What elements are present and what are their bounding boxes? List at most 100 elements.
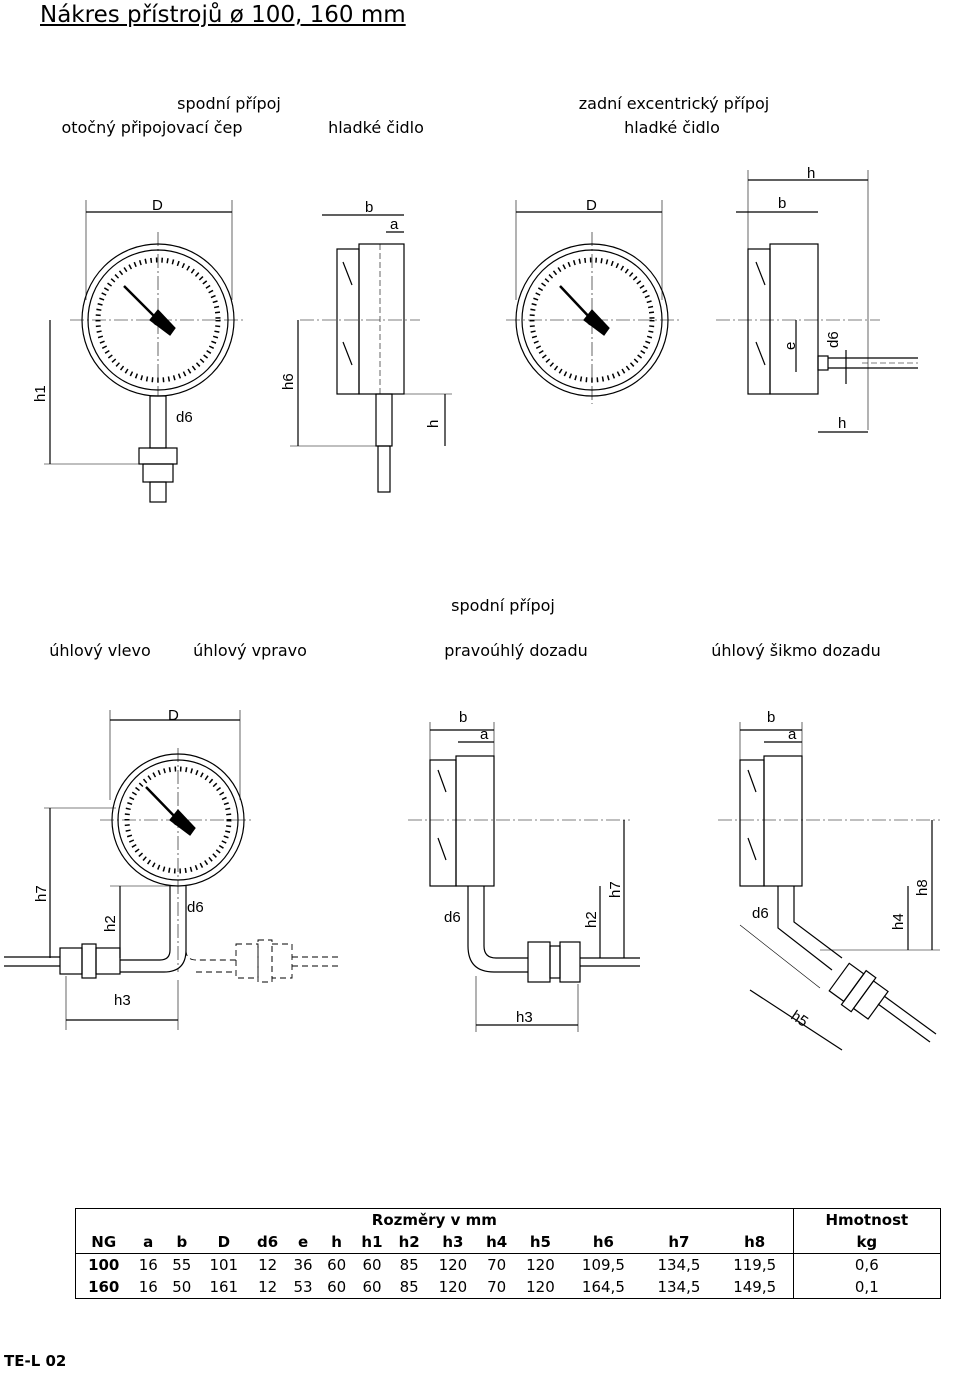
table-col-header: h2	[398, 1233, 420, 1251]
table-cell: 16	[138, 1256, 158, 1274]
table-cell: 100	[75, 1253, 132, 1276]
caption-bottom-connection-2: spodní přípoj	[451, 596, 555, 615]
label-D-1: D	[152, 197, 163, 214]
table-cell: 109,5	[581, 1256, 625, 1274]
table-weight-header: Hmotnost	[792, 1208, 942, 1231]
label-h3-2: h3	[516, 1009, 533, 1026]
label-D-3: D	[168, 707, 179, 724]
label-h-2: h	[807, 165, 815, 182]
table-row: 160 16 50 161 12 53 60 60 85 120 70 120 …	[75, 1276, 942, 1299]
gauge-front-view-angled	[4, 710, 340, 1030]
label-h7-2: h7	[607, 881, 624, 898]
table-cell: 120	[526, 1278, 555, 1296]
table-group-header: Rozměry v mm	[75, 1208, 794, 1231]
table-cell: 149,5	[733, 1278, 777, 1296]
table-cell: 70	[487, 1278, 507, 1296]
gauge-side-view-right-angle	[408, 722, 640, 1032]
table-cell: 134,5	[657, 1278, 701, 1296]
label-h7-1: h7	[33, 885, 50, 902]
table-cell: 120	[438, 1278, 468, 1296]
table-col-header: h1	[361, 1233, 383, 1251]
table-col-header: h8	[744, 1233, 766, 1251]
label-d6-5: d6	[752, 905, 769, 922]
table-cell: 16	[138, 1278, 158, 1296]
label-d6-1: d6	[176, 409, 193, 426]
table-cell: 119,5	[733, 1256, 777, 1274]
label-b-3: b	[459, 709, 467, 726]
table-col-header: D	[217, 1233, 231, 1251]
table-cell: 60	[327, 1278, 347, 1296]
table-cell: 0,1	[792, 1276, 942, 1299]
table-col-header: h6	[592, 1233, 614, 1251]
label-D-2: D	[586, 197, 597, 214]
table-cell: 85	[399, 1256, 419, 1274]
caption-swivel-pin: otočný připojovací čep	[61, 118, 243, 137]
gauge-front-view-2	[506, 200, 680, 404]
table-col-header: b	[176, 1233, 188, 1251]
table-col-header: a	[143, 1233, 154, 1251]
table-cell: 53	[293, 1278, 313, 1296]
table-cell: 50	[172, 1278, 192, 1296]
table-cell: 60	[362, 1278, 382, 1296]
table-cell: 160	[75, 1276, 132, 1299]
label-d6-4: d6	[444, 909, 461, 926]
table-cell: 134,5	[657, 1256, 701, 1274]
table-row: 100 16 55 101 12 36 60 60 85 120 70 120 …	[75, 1253, 942, 1276]
table-cell: 161	[209, 1278, 239, 1296]
table-cell: 164,5	[581, 1278, 625, 1296]
table-col-header: NG	[75, 1231, 132, 1254]
table-col-header: h	[331, 1233, 342, 1251]
table-col-header: h7	[668, 1233, 690, 1251]
table-cell: 101	[209, 1256, 239, 1274]
page-title: Nákres přístrojů ø 100, 160 mm	[40, 2, 406, 28]
label-d6-2: d6	[825, 331, 842, 348]
table-cell: 85	[399, 1278, 419, 1296]
label-h8: h8	[914, 879, 931, 896]
label-h6: h6	[280, 373, 297, 390]
table-cell: 120	[526, 1256, 555, 1274]
label-h-3: h	[838, 415, 846, 432]
label-h2-1: h2	[102, 915, 119, 932]
caption-smooth-sensor-1: hladké čidlo	[328, 118, 424, 137]
label-h5: h5	[788, 1007, 811, 1030]
document-code: TE-L 02	[4, 1352, 67, 1370]
label-a-1: a	[390, 216, 399, 233]
table-cell: 60	[327, 1256, 347, 1274]
table-cell: 70	[487, 1256, 507, 1274]
label-h4: h4	[890, 913, 907, 930]
gauge-side-view-1	[290, 214, 452, 493]
table-cell: 0,6	[792, 1253, 942, 1276]
table-cell: 120	[438, 1256, 468, 1274]
label-e: e	[782, 342, 799, 350]
label-h-1: h	[425, 420, 442, 428]
label-a-2: a	[480, 726, 489, 743]
table-col-header: h5	[529, 1233, 551, 1251]
gauge-side-view-2	[716, 170, 918, 433]
table-cell: 55	[172, 1256, 192, 1274]
table-cell: 60	[362, 1256, 382, 1274]
caption-angled-oblique-back: úhlový šikmo dozadu	[711, 641, 881, 660]
table-col-header: d6	[257, 1233, 279, 1251]
caption-smooth-sensor-2: hladké čidlo	[624, 118, 720, 137]
technical-drawing: D d6 h1 b a h6 h D	[4, 165, 940, 1051]
label-b-1: b	[365, 199, 373, 216]
label-h1: h1	[32, 385, 49, 402]
table-cell: 12	[258, 1256, 278, 1274]
table-col-header: h4	[486, 1233, 508, 1251]
caption-right-angle-back: pravoúhlý dozadu	[444, 641, 588, 660]
label-b-4: b	[767, 709, 775, 726]
dimensions-table: Rozměry v mm Hmotnost NG a b D d6 e h h1…	[75, 1208, 942, 1299]
caption-angled-left: úhlový vlevo	[49, 641, 151, 660]
label-b-2: b	[778, 195, 786, 212]
label-d6-3: d6	[187, 899, 204, 916]
table-cell: 36	[293, 1256, 313, 1274]
table-col-header: h3	[442, 1233, 464, 1251]
table-col-header: e	[297, 1233, 309, 1251]
table-weight-unit: kg	[792, 1231, 942, 1254]
caption-angled-right: úhlový vpravo	[193, 641, 307, 660]
label-h3-1: h3	[114, 992, 131, 1009]
label-h2-2: h2	[583, 911, 600, 928]
table-cell: 12	[258, 1278, 278, 1296]
caption-bottom-connection: spodní přípoj	[177, 94, 281, 113]
gauge-side-view-oblique	[718, 722, 940, 1051]
